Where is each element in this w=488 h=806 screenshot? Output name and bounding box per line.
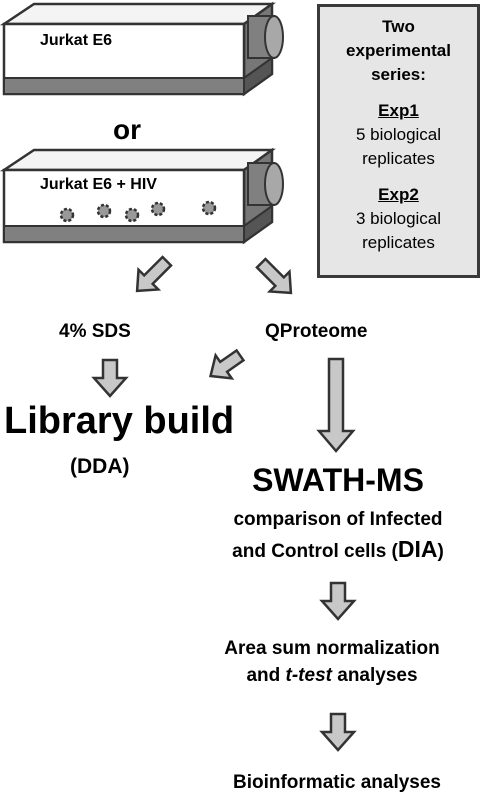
or-text: or bbox=[113, 114, 141, 145]
flask-bottom-label: Jurkat E6 + HIV bbox=[40, 176, 157, 193]
t-test-label: t-test bbox=[285, 665, 332, 686]
normalization-line-2: and t-test analyses bbox=[176, 665, 488, 687]
sds-label: 4% SDS bbox=[59, 321, 131, 342]
library-build-label: Library build bbox=[4, 400, 235, 442]
arrow-qproteome-to-library bbox=[208, 348, 246, 380]
exp1-line: 5 biological bbox=[355, 125, 442, 144]
virus-particle bbox=[150, 201, 166, 217]
dda-label: (DDA) bbox=[70, 455, 130, 478]
comparison-line-2: and Control cells (DIA) bbox=[196, 536, 480, 563]
bioinformatic-label: Bioinformatic analyses bbox=[232, 772, 442, 793]
info-heading-line: Two bbox=[382, 17, 415, 36]
experimental-series-box: Two experimental series: Exp1 5 biologic… bbox=[317, 4, 480, 278]
info-heading: Two experimental series: bbox=[320, 15, 477, 87]
comparison-line-1: comparison of Infected bbox=[233, 509, 443, 530]
virus-particle bbox=[124, 207, 140, 223]
swath-ms-label: SWATH-MS bbox=[252, 462, 424, 498]
normalization-line-1: Area sum normalization bbox=[224, 638, 440, 659]
info-heading-line: series: bbox=[371, 65, 426, 84]
comparison-text: and Control cells ( bbox=[232, 541, 398, 562]
info-heading-line: experimental bbox=[346, 41, 451, 60]
exp1-line: replicates bbox=[362, 149, 435, 168]
arrow-normalization-to-bioinformatic bbox=[319, 712, 357, 752]
arrow-swath-to-normalization bbox=[319, 581, 357, 621]
qproteome-label: QProteome bbox=[265, 321, 368, 342]
arrow-sds-to-library bbox=[91, 358, 129, 398]
exp1-title: Exp1 bbox=[378, 101, 419, 120]
comparison-close: ) bbox=[437, 541, 444, 562]
dia-label: DIA bbox=[397, 536, 438, 562]
exp2-line: 3 biological bbox=[355, 209, 442, 228]
flask-top-label: Jurkat E6 bbox=[40, 32, 113, 49]
arrow-flask-to-sds bbox=[135, 255, 173, 293]
virus-particles bbox=[59, 200, 217, 223]
virus-particle bbox=[201, 200, 217, 216]
arrow-flask-to-qproteome bbox=[255, 257, 293, 295]
flask-top bbox=[0, 1, 284, 97]
exp2-title: Exp2 bbox=[378, 185, 419, 204]
virus-particle bbox=[96, 203, 112, 219]
normalization-post: analyses bbox=[331, 665, 418, 686]
arrow-qproteome-to-swath bbox=[316, 357, 356, 453]
flask-bottom bbox=[0, 147, 284, 245]
normalization-pre: and bbox=[246, 665, 286, 686]
virus-particle bbox=[59, 207, 75, 223]
exp2-line: replicates bbox=[362, 233, 435, 252]
